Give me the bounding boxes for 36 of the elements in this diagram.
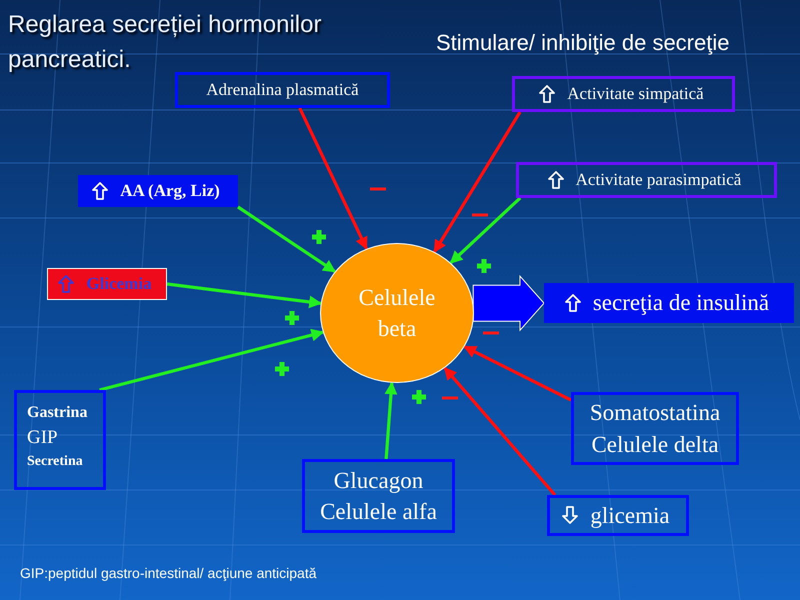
arrow bbox=[433, 111, 522, 253]
outlined-box bbox=[302, 459, 455, 533]
filled-box bbox=[544, 283, 794, 323]
outlined-box bbox=[512, 76, 735, 112]
outlined-box bbox=[516, 162, 777, 198]
filled-box bbox=[47, 268, 167, 300]
arrow bbox=[463, 345, 572, 402]
subtitle: Stimulare/ inhibiţie de secreţie bbox=[436, 30, 730, 56]
node-text: GIP bbox=[27, 426, 58, 450]
node-text: Adrenalina plasmatică bbox=[205, 78, 360, 101]
node-text: glicemia bbox=[589, 502, 671, 530]
arrow bbox=[298, 107, 368, 250]
arrow bbox=[443, 366, 556, 496]
node-text: AA (Arg, Liz) bbox=[119, 180, 221, 202]
footnote: GIP:peptidul gastro-intestinal/ acţiune anticipată bbox=[20, 565, 317, 581]
arrow bbox=[237, 206, 336, 273]
slide-title: Reglarea secreției hormonilor pancreatici. bbox=[8, 10, 322, 75]
node-text: Somatostatina Celulele delta bbox=[588, 399, 722, 458]
node-text: Gastrina bbox=[27, 403, 88, 423]
node-text: Secretina bbox=[27, 452, 83, 471]
outlined-box bbox=[547, 495, 689, 536]
node-text: Glicemia bbox=[85, 272, 153, 295]
block-arrow bbox=[472, 274, 545, 332]
node-text: Glucagon Celulele alfa bbox=[319, 466, 438, 526]
outlined-box bbox=[175, 72, 390, 108]
arrow bbox=[166, 282, 322, 308]
arrow bbox=[99, 328, 324, 392]
node-text: Celulele beta bbox=[358, 284, 436, 343]
node-text: Activitate simpatică bbox=[566, 82, 705, 105]
node-text: secreţia de insulină bbox=[592, 289, 770, 318]
node-text: Activitate parasimpatică bbox=[574, 168, 742, 191]
outlined-box bbox=[571, 392, 739, 465]
arrow bbox=[450, 196, 522, 264]
arrow bbox=[384, 382, 398, 460]
filled-box bbox=[78, 175, 238, 207]
outlined-box bbox=[14, 390, 106, 490]
